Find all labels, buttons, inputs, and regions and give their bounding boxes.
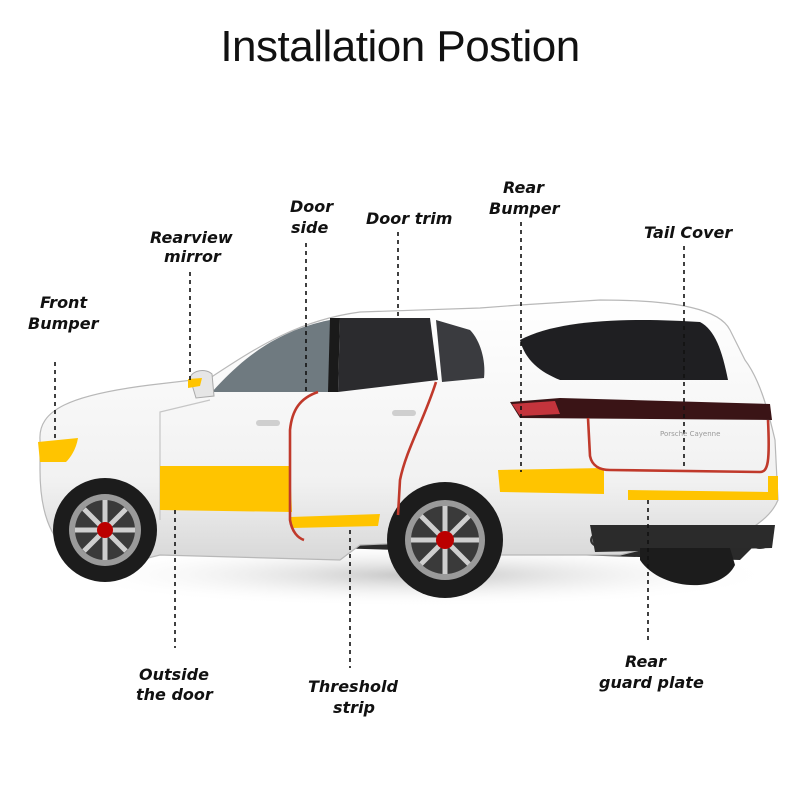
- side-mirror: [189, 370, 215, 399]
- front-wheel: [53, 478, 157, 582]
- tape-rear-corner: [768, 476, 778, 500]
- suv-car: [38, 299, 779, 598]
- label-rear-bumper: Rear Bumper: [489, 178, 561, 218]
- tailgate-badge: Porsche Cayenne: [660, 430, 720, 438]
- seal-tail-cover: [586, 417, 771, 474]
- tape-rear-guard: [628, 490, 768, 500]
- rear-door-window: [338, 318, 438, 392]
- front-door-handle: [256, 420, 280, 426]
- tape-outside-door: [160, 466, 292, 512]
- tape-rear-bumper: [498, 468, 604, 494]
- tail-light-left: [512, 401, 560, 416]
- label-tail-cover: Tail Cover: [644, 223, 733, 242]
- tail-light-bar: [510, 398, 772, 420]
- label-door-trim: Door trim: [366, 209, 452, 228]
- page-title: Installation Postion: [220, 22, 580, 71]
- rear-door-handle: [392, 410, 416, 416]
- label-front-bumper: Front Bumper: [28, 293, 100, 333]
- label-rearview-mirror: Rearview mirror: [150, 228, 238, 266]
- label-door-side: Door side: [290, 197, 339, 237]
- label-rear-guard-plate: Rear guard plate: [599, 652, 704, 692]
- label-outside-door: Outside the door: [136, 665, 215, 704]
- tape-mirror: [188, 378, 202, 388]
- label-threshold-strip: Threshold strip: [308, 677, 403, 717]
- tape-threshold: [290, 514, 380, 528]
- front-window: [212, 320, 335, 392]
- rear-windshield: [520, 319, 728, 380]
- tape-front-bumper: [38, 438, 78, 462]
- seal-door-edge-front: [288, 390, 319, 542]
- seal-door-edge-rear: [396, 381, 438, 516]
- rear-diffuser: [590, 525, 775, 552]
- quarter-window: [436, 320, 485, 382]
- far-rear-wheel: [640, 548, 735, 586]
- b-pillar: [328, 318, 340, 392]
- rear-wheel: [387, 482, 503, 598]
